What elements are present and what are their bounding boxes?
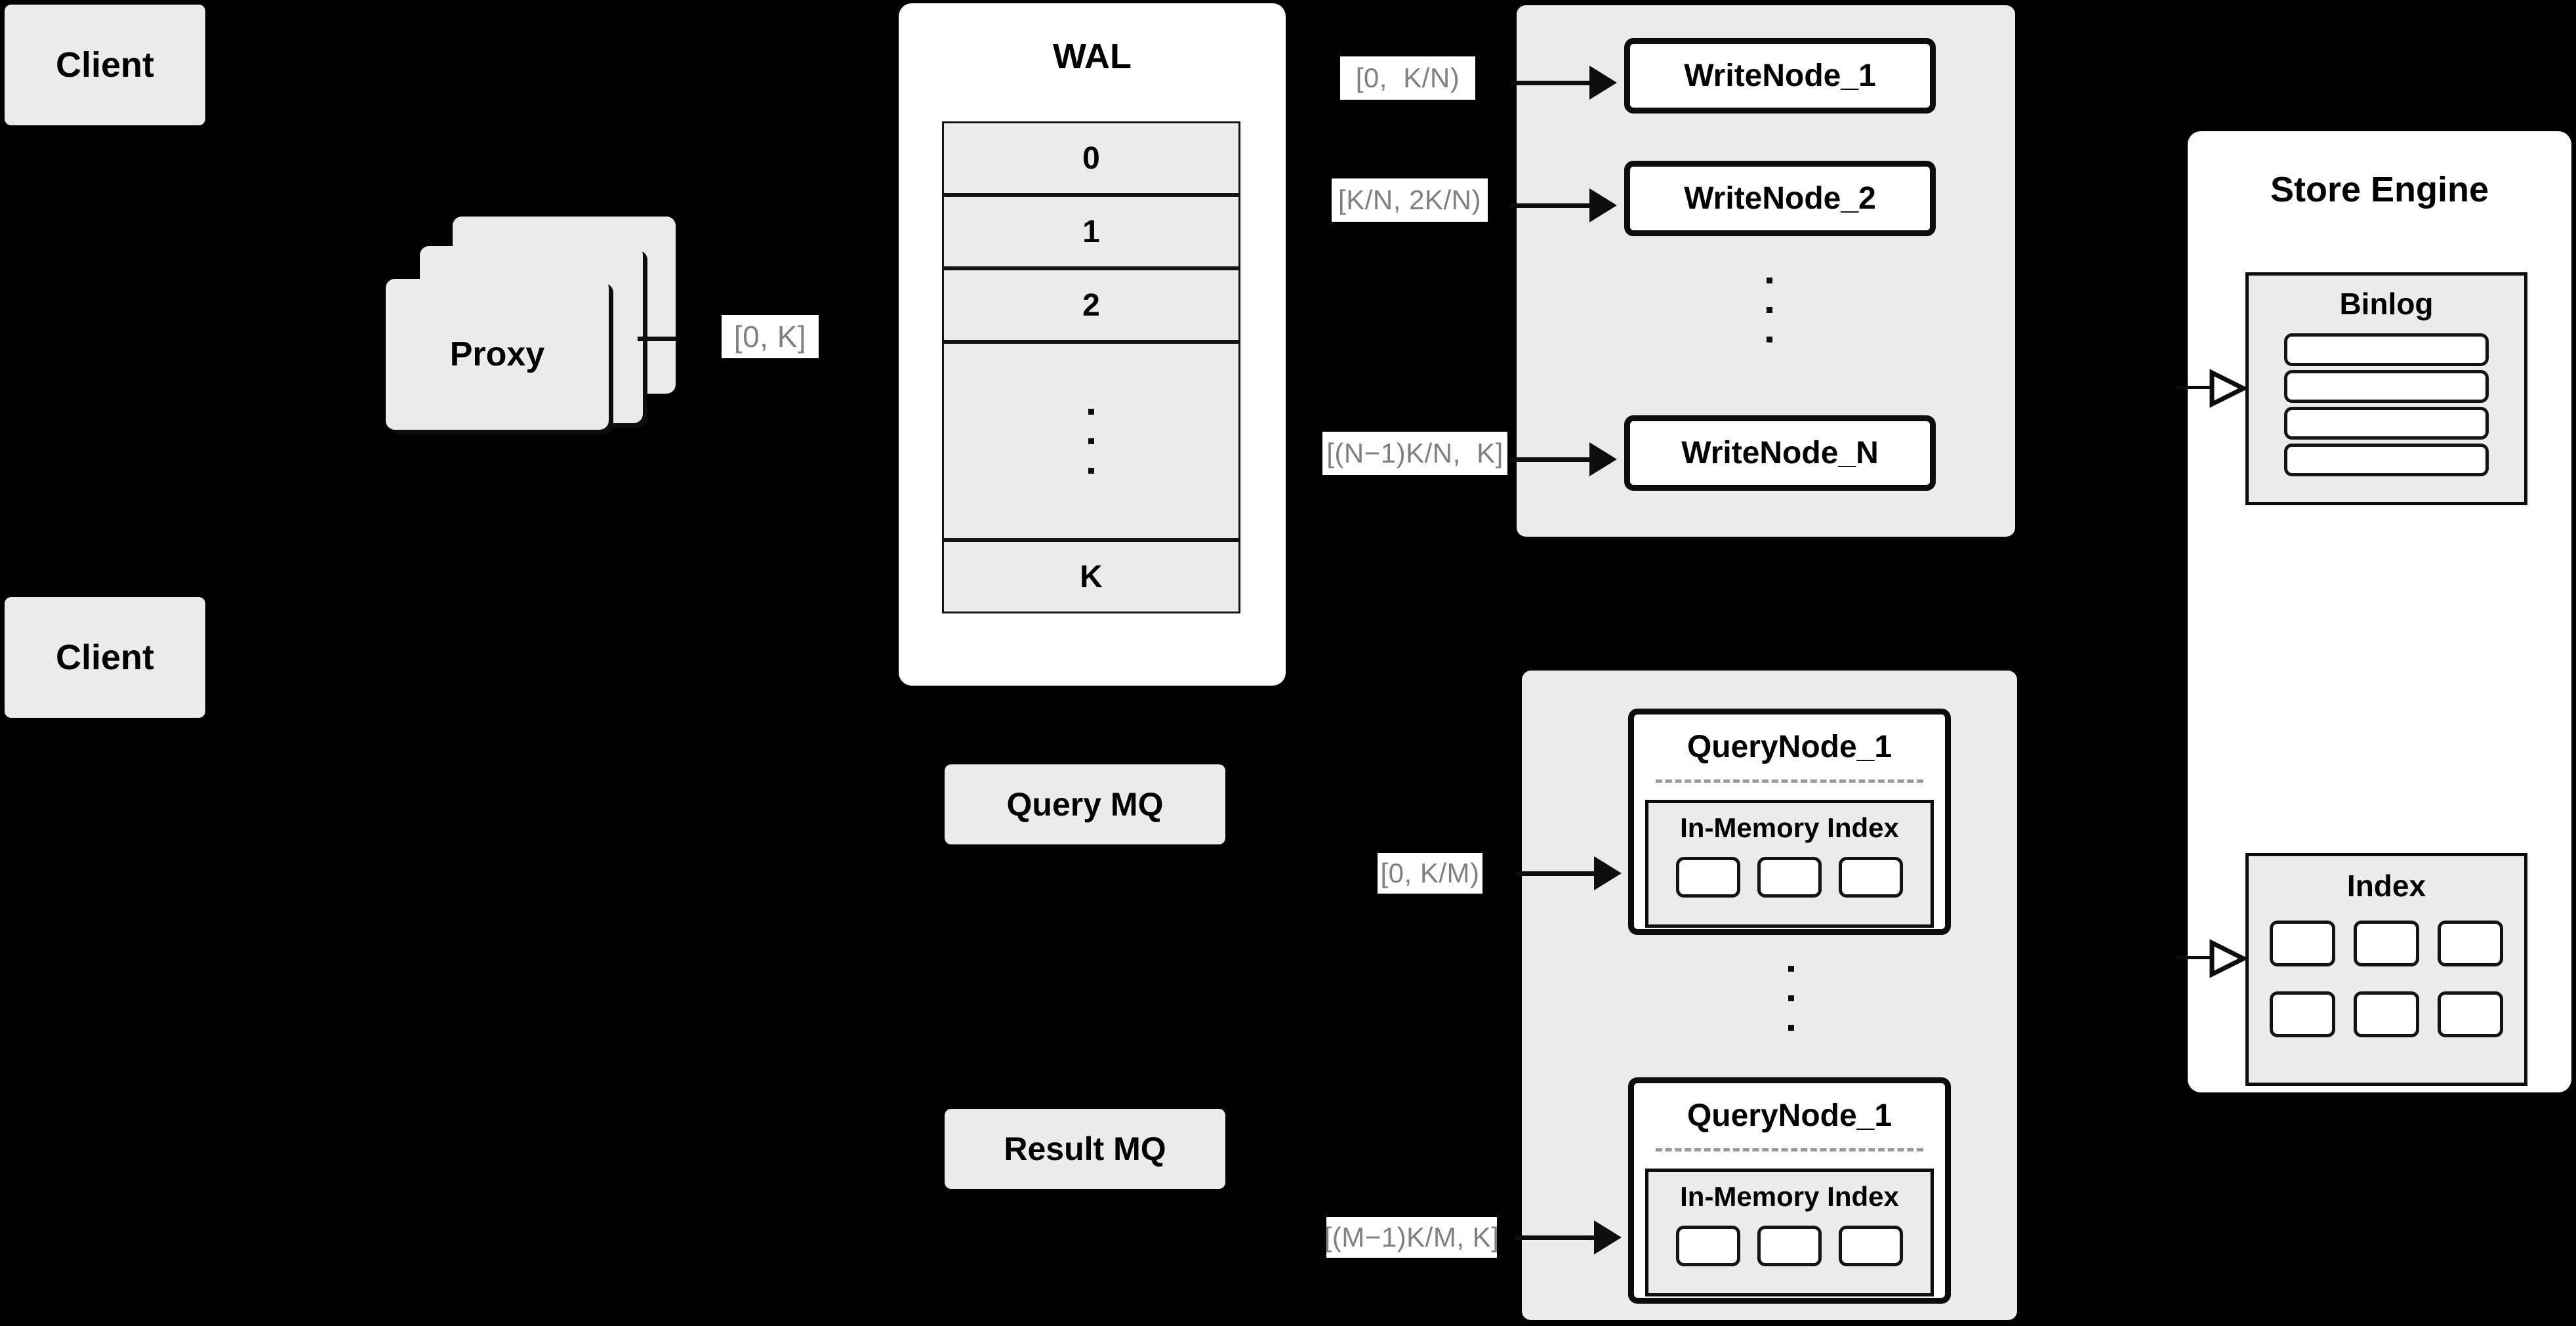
query-cluster-panel: QueryNode_1 In-Memory Index QueryNode_1 …	[1522, 671, 2017, 1320]
index-slot[interactable]	[2354, 921, 2419, 966]
query-node-1-range-label: [0, K/M)	[1378, 853, 1482, 894]
index-slot[interactable]	[2270, 921, 2335, 966]
query-node-1-index-title: In-Memory Index	[1680, 812, 1899, 843]
wal-row-k-label: K	[1080, 559, 1103, 594]
wal-row-2[interactable]: 2	[942, 268, 1240, 342]
query-node-1[interactable]: QueryNode_1 In-Memory Index	[1628, 709, 1951, 935]
write-cluster-ellipsis-dots	[1725, 278, 1814, 342]
proxy-range-label: [0, K]	[722, 315, 819, 358]
write-node-n-range-text: [(N−1)K/N, K]	[1326, 438, 1503, 468]
query-node-n-index-panel: In-Memory Index	[1645, 1169, 1934, 1296]
query-node-1-index-slot[interactable]	[1676, 857, 1740, 898]
query-node-1-index-panel: In-Memory Index	[1645, 800, 1934, 928]
write-node-2-label: WriteNode_2	[1684, 181, 1876, 216]
wal-ellipsis-dots	[1088, 408, 1094, 474]
result-mq-box[interactable]: Result MQ	[945, 1109, 1225, 1189]
write-node-2-range-text: [K/N, 2K/N)	[1338, 184, 1481, 215]
query-node-n-index-slot[interactable]	[1839, 1226, 1903, 1266]
query-node-1-index-slot[interactable]	[1757, 857, 1822, 898]
binlog-arrow-line	[2177, 386, 2215, 389]
proxy-label: Proxy	[449, 335, 545, 373]
wal-row-k[interactable]: K	[942, 540, 1240, 613]
store-engine-title: Store Engine	[2270, 170, 2489, 209]
binlog-title: Binlog	[2339, 287, 2434, 321]
write-node-n[interactable]: WriteNode_N	[1624, 415, 1936, 491]
client-box-2[interactable]: Client	[5, 597, 205, 718]
binlog-entry[interactable]	[2284, 333, 2489, 366]
write-node-n-arrowhead	[1589, 442, 1617, 476]
write-node-2-range-label: [K/N, 2K/N)	[1332, 178, 1488, 222]
binlog-arrowhead-icon	[2209, 369, 2249, 408]
index-slot[interactable]	[2438, 921, 2503, 966]
client-box-1[interactable]: Client	[5, 5, 205, 125]
query-mq-box[interactable]: Query MQ	[945, 764, 1225, 844]
write-node-1-arrow-line	[1511, 81, 1589, 85]
query-node-n-label: QueryNode_1	[1687, 1098, 1892, 1133]
index-slot[interactable]	[2270, 991, 2335, 1037]
proxy-range-text: [0, K]	[733, 320, 807, 354]
wal-row-0-label: 0	[1082, 140, 1100, 176]
store-engine-panel: Store Engine Binlog Index	[2188, 131, 2571, 1092]
write-node-2-arrow-line	[1511, 203, 1589, 208]
query-node-1-label: QueryNode_1	[1687, 730, 1892, 764]
query-node-n-arrowhead	[1594, 1220, 1622, 1254]
wal-row-2-label: 2	[1082, 287, 1100, 323]
write-node-1-range-text: [0, K/N)	[1355, 62, 1460, 93]
wal-row-1-label: 1	[1082, 214, 1100, 249]
query-node-n-index-title: In-Memory Index	[1680, 1181, 1899, 1212]
wal-row-0[interactable]: 0	[942, 121, 1240, 195]
binlog-entry[interactable]	[2284, 444, 2489, 476]
index-slot[interactable]	[2438, 991, 2503, 1037]
write-node-n-range-label: [(N−1)K/N, K]	[1322, 432, 1507, 475]
query-node-n-arrow-line	[1515, 1235, 1594, 1240]
write-node-n-arrow-line	[1511, 457, 1589, 462]
write-node-2-arrowhead	[1589, 188, 1617, 222]
query-node-n-index-slot[interactable]	[1676, 1226, 1740, 1266]
write-node-1[interactable]: WriteNode_1	[1624, 38, 1936, 114]
result-mq-label: Result MQ	[1004, 1130, 1166, 1167]
proxy-out-line	[638, 337, 677, 341]
wal-title: WAL	[1053, 37, 1132, 76]
query-node-n-divider	[1656, 1148, 1923, 1151]
index-panel: Index	[2245, 853, 2527, 1086]
write-node-1-label: WriteNode_1	[1684, 58, 1876, 93]
index-arrow-line	[2177, 956, 2215, 959]
client-label-2: Client	[55, 638, 154, 677]
binlog-panel: Binlog	[2245, 272, 2527, 505]
query-node-n-range-text: [(M−1)K/M, K]	[1324, 1222, 1500, 1253]
query-node-1-range-text: [0, K/M)	[1380, 858, 1480, 888]
proxy-card-front[interactable]: Proxy	[386, 279, 609, 430]
wal-row-1[interactable]: 1	[942, 195, 1240, 268]
binlog-entry[interactable]	[2284, 370, 2489, 403]
query-node-n-index-slot[interactable]	[1757, 1226, 1822, 1266]
query-node-1-arrowhead	[1594, 856, 1622, 890]
query-mq-label: Query MQ	[1006, 786, 1164, 823]
wal-panel: WAL 0 1 2 K	[899, 3, 1286, 686]
write-node-2[interactable]: WriteNode_2	[1624, 161, 1936, 236]
write-node-1-arrowhead	[1589, 66, 1617, 100]
query-cluster-ellipsis-dots	[1755, 966, 1827, 1031]
write-node-n-label: WriteNode_N	[1681, 436, 1879, 470]
index-title: Index	[2346, 869, 2426, 903]
query-node-n[interactable]: QueryNode_1 In-Memory Index	[1628, 1077, 1951, 1304]
write-node-1-range-label: [0, K/N)	[1340, 56, 1475, 100]
query-node-n-range-label: [(M−1)K/M, K]	[1324, 1217, 1500, 1258]
index-arrowhead-icon	[2209, 939, 2249, 978]
query-node-1-arrow-line	[1515, 871, 1594, 876]
query-node-1-index-slot[interactable]	[1839, 857, 1903, 898]
binlog-entry[interactable]	[2284, 407, 2489, 440]
query-node-1-divider	[1656, 779, 1923, 783]
wal-row-ellipsis	[942, 342, 1240, 540]
index-slot[interactable]	[2354, 991, 2419, 1037]
client-label-1: Client	[55, 45, 154, 85]
